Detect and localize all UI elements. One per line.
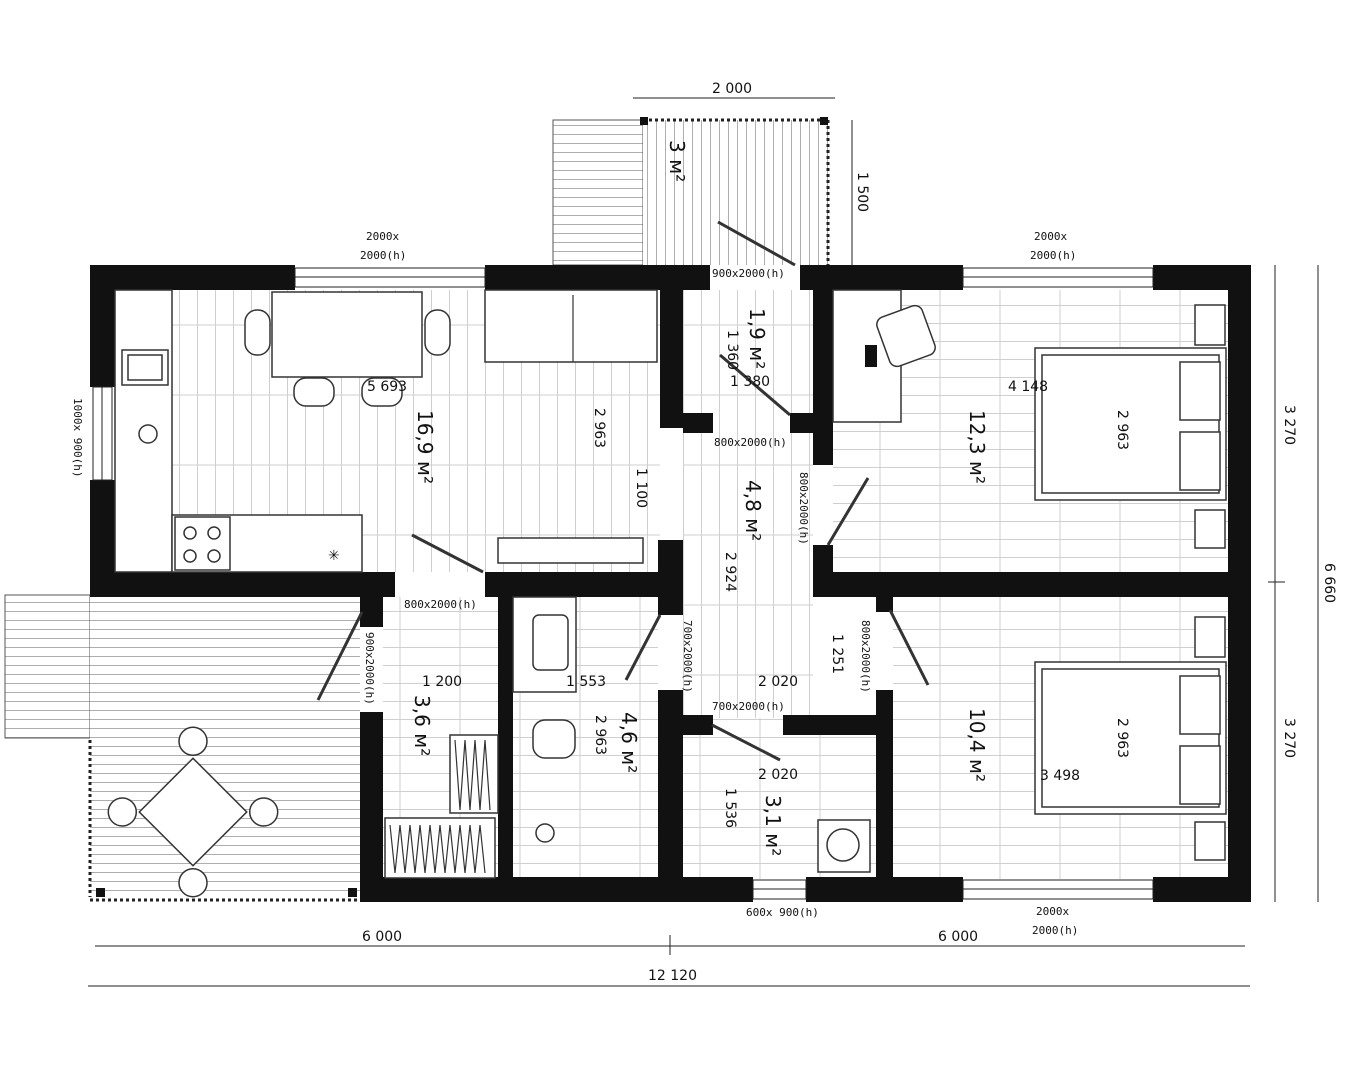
door-bath-label: 700x2000(h) <box>681 620 694 693</box>
door-wardrobe-label: 800x2000(h) <box>404 598 477 611</box>
door-bed2-label: 800x2000(h) <box>859 620 872 693</box>
wardrobe-area: 3,6 м² <box>410 695 434 756</box>
door-terrace-label: 900x2000(h) <box>363 632 376 705</box>
total-width: 12 120 <box>648 968 697 984</box>
window-living-label-2: 2000(h) <box>360 249 406 262</box>
bath-width: 1 553 <box>566 674 606 690</box>
bath-depth: 2 963 <box>592 715 608 755</box>
terrace-table-icon <box>107 726 279 898</box>
terrace <box>4 594 360 902</box>
bed2-depth: 2 963 <box>1114 718 1130 758</box>
doors <box>316 220 930 762</box>
porch-depth: 1 500 <box>854 172 870 212</box>
walls <box>90 265 1251 902</box>
hall-d2: 1 380 <box>730 374 770 390</box>
dimension-lines <box>88 97 1319 987</box>
upper-height: 3 270 <box>1281 405 1297 445</box>
wardrobe-icon <box>384 734 499 879</box>
sink-icon <box>532 614 569 671</box>
wardrobe-width: 1 200 <box>422 674 462 690</box>
living-depth: 2 963 <box>591 408 607 448</box>
bed-1-icon <box>1034 304 1227 549</box>
hall-d1: 1 360 <box>724 330 740 370</box>
window-laundry-label: 600x 900(h) <box>746 906 819 919</box>
corridor-d1: 1 251 <box>829 634 845 674</box>
porch-width: 2 000 <box>712 81 752 97</box>
bath-area: 4,6 м² <box>617 712 641 773</box>
living-inner: 1 100 <box>633 468 649 508</box>
living-length: 5 693 <box>367 379 407 395</box>
dimension-texts: 2 000 1 500 6 000 6 000 12 120 3 270 3 2… <box>362 81 1337 984</box>
area-labels: 3 м² 16,9 м² 1,9 м² 4,8 м² 12,3 м² 10,4 … <box>410 140 989 856</box>
left-width: 6 000 <box>362 929 402 945</box>
laundry-area: 3,1 м² <box>761 795 785 856</box>
door-bed1-label: 800x2000(h) <box>797 472 810 545</box>
door-hall-label: 800x2000(h) <box>714 436 787 449</box>
bed2-area: 10,4 м² <box>965 708 989 782</box>
toilet-icon <box>532 719 576 759</box>
corridor-area: 4,8 м² <box>741 480 765 541</box>
right-width: 6 000 <box>938 929 978 945</box>
bed1-depth: 2 963 <box>1114 410 1130 450</box>
window-bed1-label-1: 2000x <box>1034 230 1067 243</box>
window-living-label-1: 2000x <box>366 230 399 243</box>
bathroom-fixtures <box>512 596 871 873</box>
shower-icon <box>535 823 555 843</box>
corridor-length: 2 924 <box>722 552 738 592</box>
bed1-length: 4 148 <box>1008 379 1048 395</box>
bed2-length: 3 498 <box>1040 768 1080 784</box>
sofa-icon <box>484 289 658 564</box>
porch-area: 3 м² <box>665 140 689 182</box>
kitchen: ✳ <box>114 289 363 573</box>
living-area: 16,9 м² <box>413 410 437 484</box>
window-bed2-label-1: 2000x <box>1036 905 1069 918</box>
corridor-width: 2 020 <box>758 674 798 690</box>
windows <box>92 267 1154 900</box>
window-kitchen-label: 1000x 900(h) <box>71 398 84 477</box>
total-height: 6 660 <box>1321 563 1337 603</box>
laundry-width: 2 020 <box>758 767 798 783</box>
window-bed1-label-2: 2000(h) <box>1030 249 1076 262</box>
stove-icon <box>174 516 231 571</box>
door-entry-label: 900x2000(h) <box>712 267 785 280</box>
lower-height: 3 270 <box>1281 718 1297 758</box>
hall-area: 1,9 м² <box>745 308 769 369</box>
door-laundry-label: 700x2000(h) <box>712 700 785 713</box>
dining-table-icon <box>244 291 451 407</box>
opening-labels: 2000x 2000(h) 2000x 2000(h) 2000x 2000(h… <box>71 230 1078 937</box>
porch <box>552 117 830 266</box>
laundry-depth: 1 536 <box>722 788 738 828</box>
bed-2-icon <box>1034 616 1227 861</box>
dishwasher-icon <box>138 424 158 444</box>
window-bed2-label-2: 2000(h) <box>1032 924 1078 937</box>
desk-icon <box>832 289 936 423</box>
bed1-area: 12,3 м² <box>965 410 989 484</box>
fridge-icon: ✳ <box>328 548 340 564</box>
